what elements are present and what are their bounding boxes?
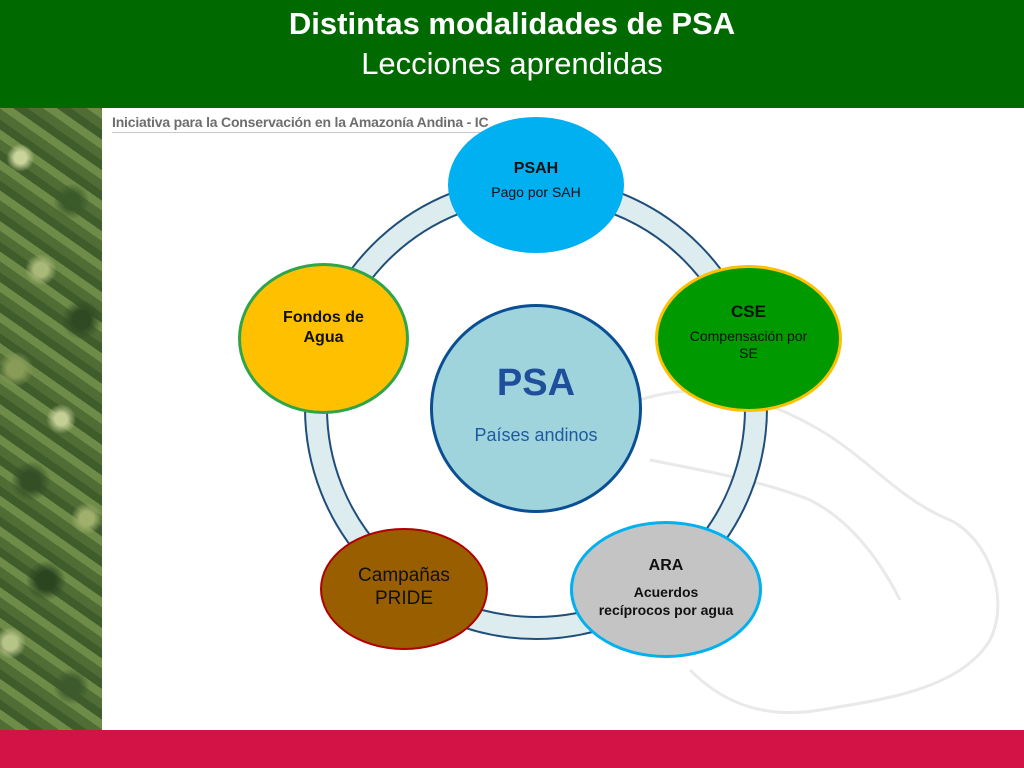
node-ara-title: ARA bbox=[648, 556, 684, 574]
node-pride: Campañas PRIDE bbox=[320, 528, 488, 650]
slide-header: Distintas modalidades de PSA Lecciones a… bbox=[0, 0, 1024, 108]
node-fondos-title: Fondos de Agua bbox=[283, 308, 364, 346]
node-psah-subtitle: Pago por SAH bbox=[491, 184, 581, 200]
node-psah: PSAH Pago por SAH bbox=[448, 117, 624, 253]
center-title: PSA bbox=[496, 361, 576, 404]
center-subtitle: Países andinos bbox=[474, 424, 598, 445]
initiative-banner: Iniciativa para la Conservación en la Am… bbox=[112, 114, 489, 130]
slide-title: Distintas modalidades de PSA bbox=[288, 6, 736, 41]
node-ara-subtitle: Acuerdos recíprocos por agua bbox=[598, 583, 734, 618]
slide-subtitle: Lecciones aprendidas bbox=[361, 46, 663, 81]
node-pride-title: Campañas PRIDE bbox=[358, 565, 450, 609]
background-map bbox=[639, 389, 1000, 715]
node-fondos: Fondos de Agua bbox=[238, 263, 409, 414]
node-cse-title: CSE bbox=[731, 301, 766, 321]
banner-divider bbox=[112, 132, 492, 133]
center-node-psa: PSA Países andinos bbox=[430, 304, 642, 513]
node-ara: ARA Acuerdos recíprocos por agua bbox=[570, 521, 762, 658]
node-cse-subtitle: Compensación por SE bbox=[689, 327, 808, 361]
node-cse: CSE Compensación por SE bbox=[655, 265, 842, 412]
slide-footer-bar bbox=[0, 730, 1024, 768]
forest-aerial-image bbox=[0, 108, 102, 730]
node-psah-title: PSAH bbox=[513, 160, 559, 177]
